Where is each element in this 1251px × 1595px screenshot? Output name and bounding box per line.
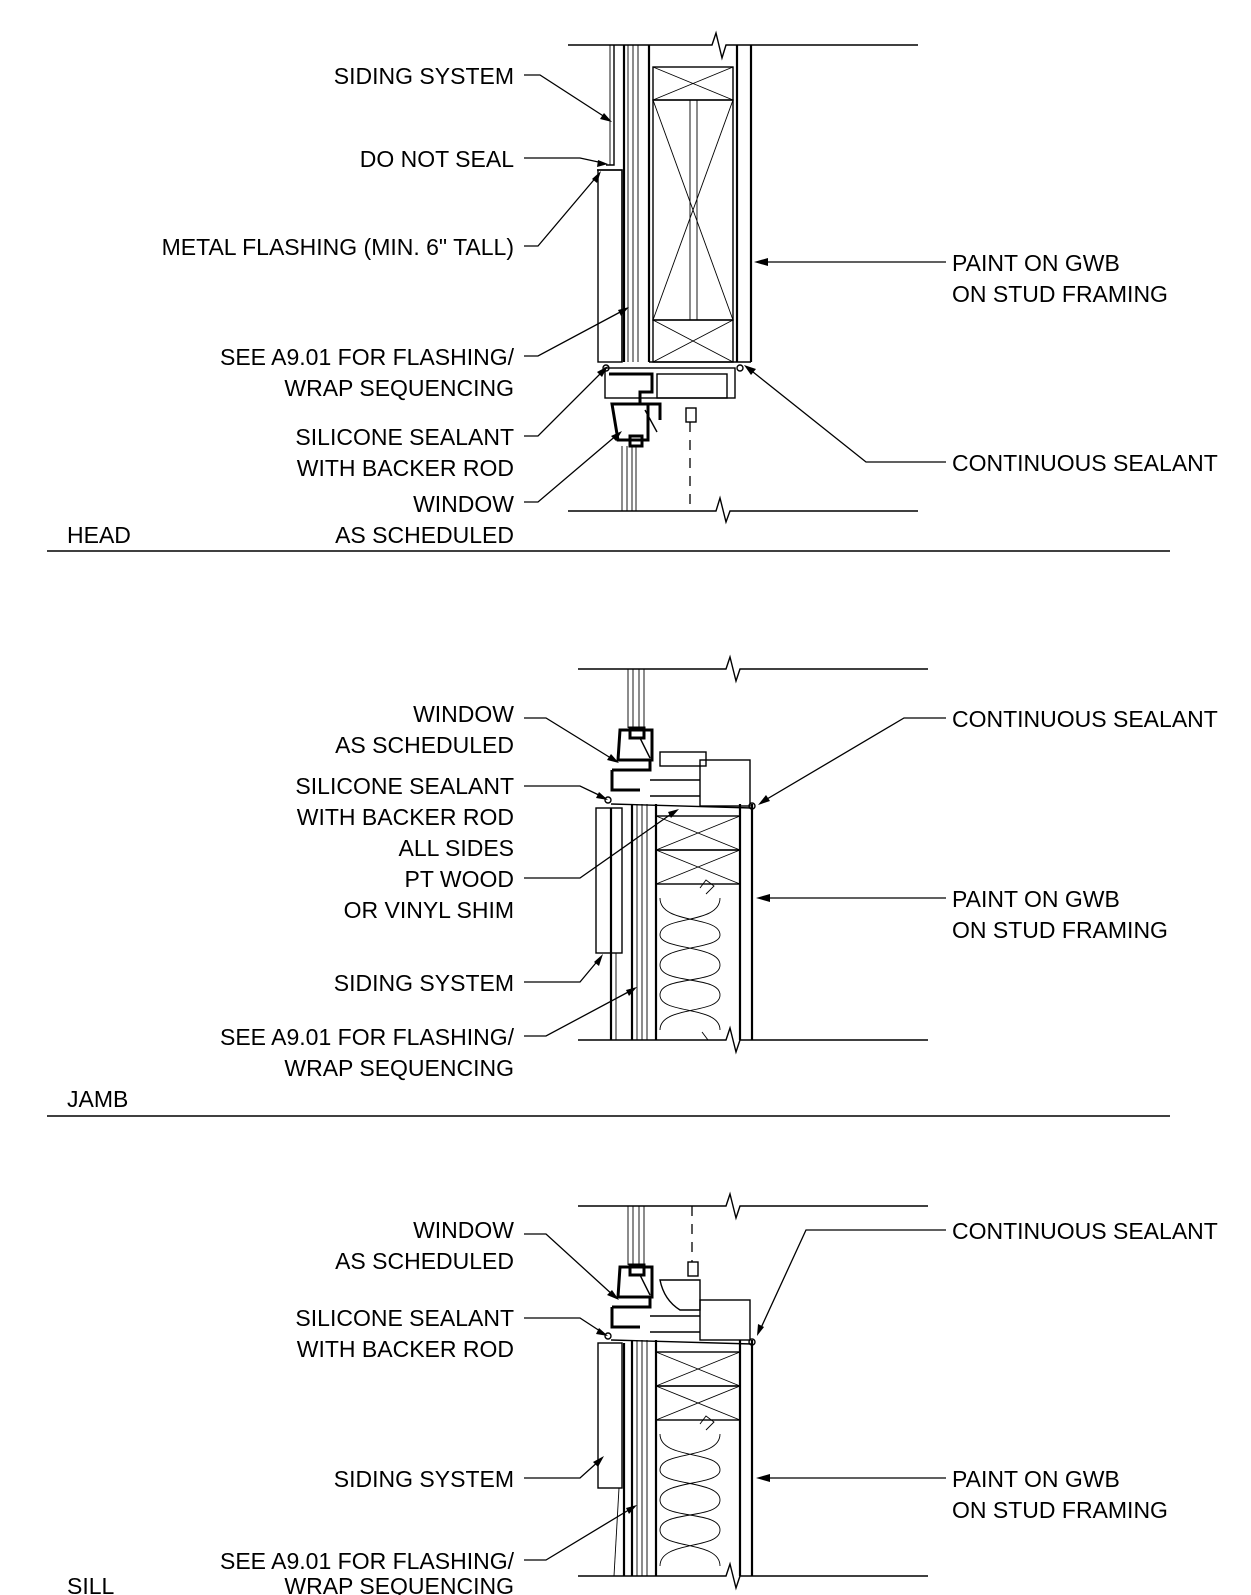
head-siding-label: SIDING SYSTEM [334,63,514,89]
head-siding-flashing [597,45,623,363]
jamb-detail: WINDOW AS SCHEDULED SILICONE SEALANT WIT… [47,654,1218,1117]
head-window-line2: AS SCHEDULED [335,522,514,548]
jamb-silicone-line3: ALL SIDES [399,835,514,861]
sill-labels: WINDOW AS SCHEDULED SILICONE SEALANT WIT… [67,1217,1218,1595]
sill-sealant-label: CONTINUOUS SEALANT [952,1218,1218,1244]
sill-paint-line2: ON STUD FRAMING [952,1497,1168,1523]
jamb-shim-line2: OR VINYL SHIM [344,897,514,923]
head-see-a901-line2: WRAP SEQUENCING [284,375,514,401]
head-window-frame [602,364,744,511]
jamb-paint-line2: ON STUD FRAMING [952,917,1168,943]
head-see-a901-line1: SEE A9.01 FOR FLASHING/ [220,344,515,370]
jamb-shim-line1: PT WOOD [405,866,514,892]
sill-leaders [524,1229,946,1561]
jamb-title: JAMB [67,1086,128,1112]
jamb-window-line2: AS SCHEDULED [335,732,514,758]
jamb-paint-line1: PAINT ON GWB [952,886,1120,912]
jamb-break-lines [578,654,928,1055]
sill-paint-line1: PAINT ON GWB [952,1466,1120,1492]
head-title: HEAD [67,522,131,548]
sill-window-line2: AS SCHEDULED [335,1248,514,1274]
sill-title: SILL [67,1573,115,1595]
sill-see-a901-line2: WRAP SEQUENCING [284,1573,514,1595]
jamb-wall-section [595,803,754,1041]
head-paint-line2: ON STUD FRAMING [952,281,1168,307]
head-silicone-line2: WITH BACKER ROD [297,455,514,481]
sill-siding-label: SIDING SYSTEM [334,1466,514,1492]
head-detail: SIDING SYSTEM DO NOT SEAL METAL FLASHING… [47,30,1218,552]
sill-silicone-line1: SILICONE SEALANT [295,1305,514,1331]
head-paint-line1: PAINT ON GWB [952,250,1120,276]
sill-glazing [627,1206,693,1265]
jamb-window-frame [604,726,756,810]
sill-silicone-line2: WITH BACKER ROD [297,1336,514,1362]
jamb-sealant-label: CONTINUOUS SEALANT [952,706,1218,732]
jamb-see-a901-line1: SEE A9.01 FOR FLASHING/ [220,1024,515,1050]
jamb-leaders [524,717,946,1037]
jamb-silicone-line2: WITH BACKER ROD [297,804,514,830]
sill-window-frame [604,1261,756,1346]
head-sealant-label: CONTINUOUS SEALANT [952,450,1218,476]
head-leaders [524,74,946,503]
head-do-not-seal-label: DO NOT SEAL [360,146,514,172]
head-flashing-label: METAL FLASHING (MIN. 6" TALL) [162,234,514,260]
head-window-line1: WINDOW [413,491,514,517]
jamb-labels: WINDOW AS SCHEDULED SILICONE SEALANT WIT… [67,701,1218,1112]
sill-window-line1: WINDOW [413,1217,514,1243]
jamb-silicone-line1: SILICONE SEALANT [295,773,514,799]
head-silicone-line1: SILICONE SEALANT [295,424,514,450]
sill-break-lines [578,1191,928,1591]
sill-see-a901-line1: SEE A9.01 FOR FLASHING/ [220,1548,515,1574]
jamb-siding-label: SIDING SYSTEM [334,970,514,996]
sill-wall-section [597,1339,754,1577]
head-break-lines [568,30,918,525]
head-wall-section [622,45,753,363]
head-labels: SIDING SYSTEM DO NOT SEAL METAL FLASHING… [67,63,1218,548]
jamb-see-a901-line2: WRAP SEQUENCING [284,1055,514,1081]
jamb-glazing [627,669,645,728]
jamb-window-line1: WINDOW [413,701,514,727]
sill-detail: WINDOW AS SCHEDULED SILICONE SEALANT WIT… [67,1191,1218,1595]
